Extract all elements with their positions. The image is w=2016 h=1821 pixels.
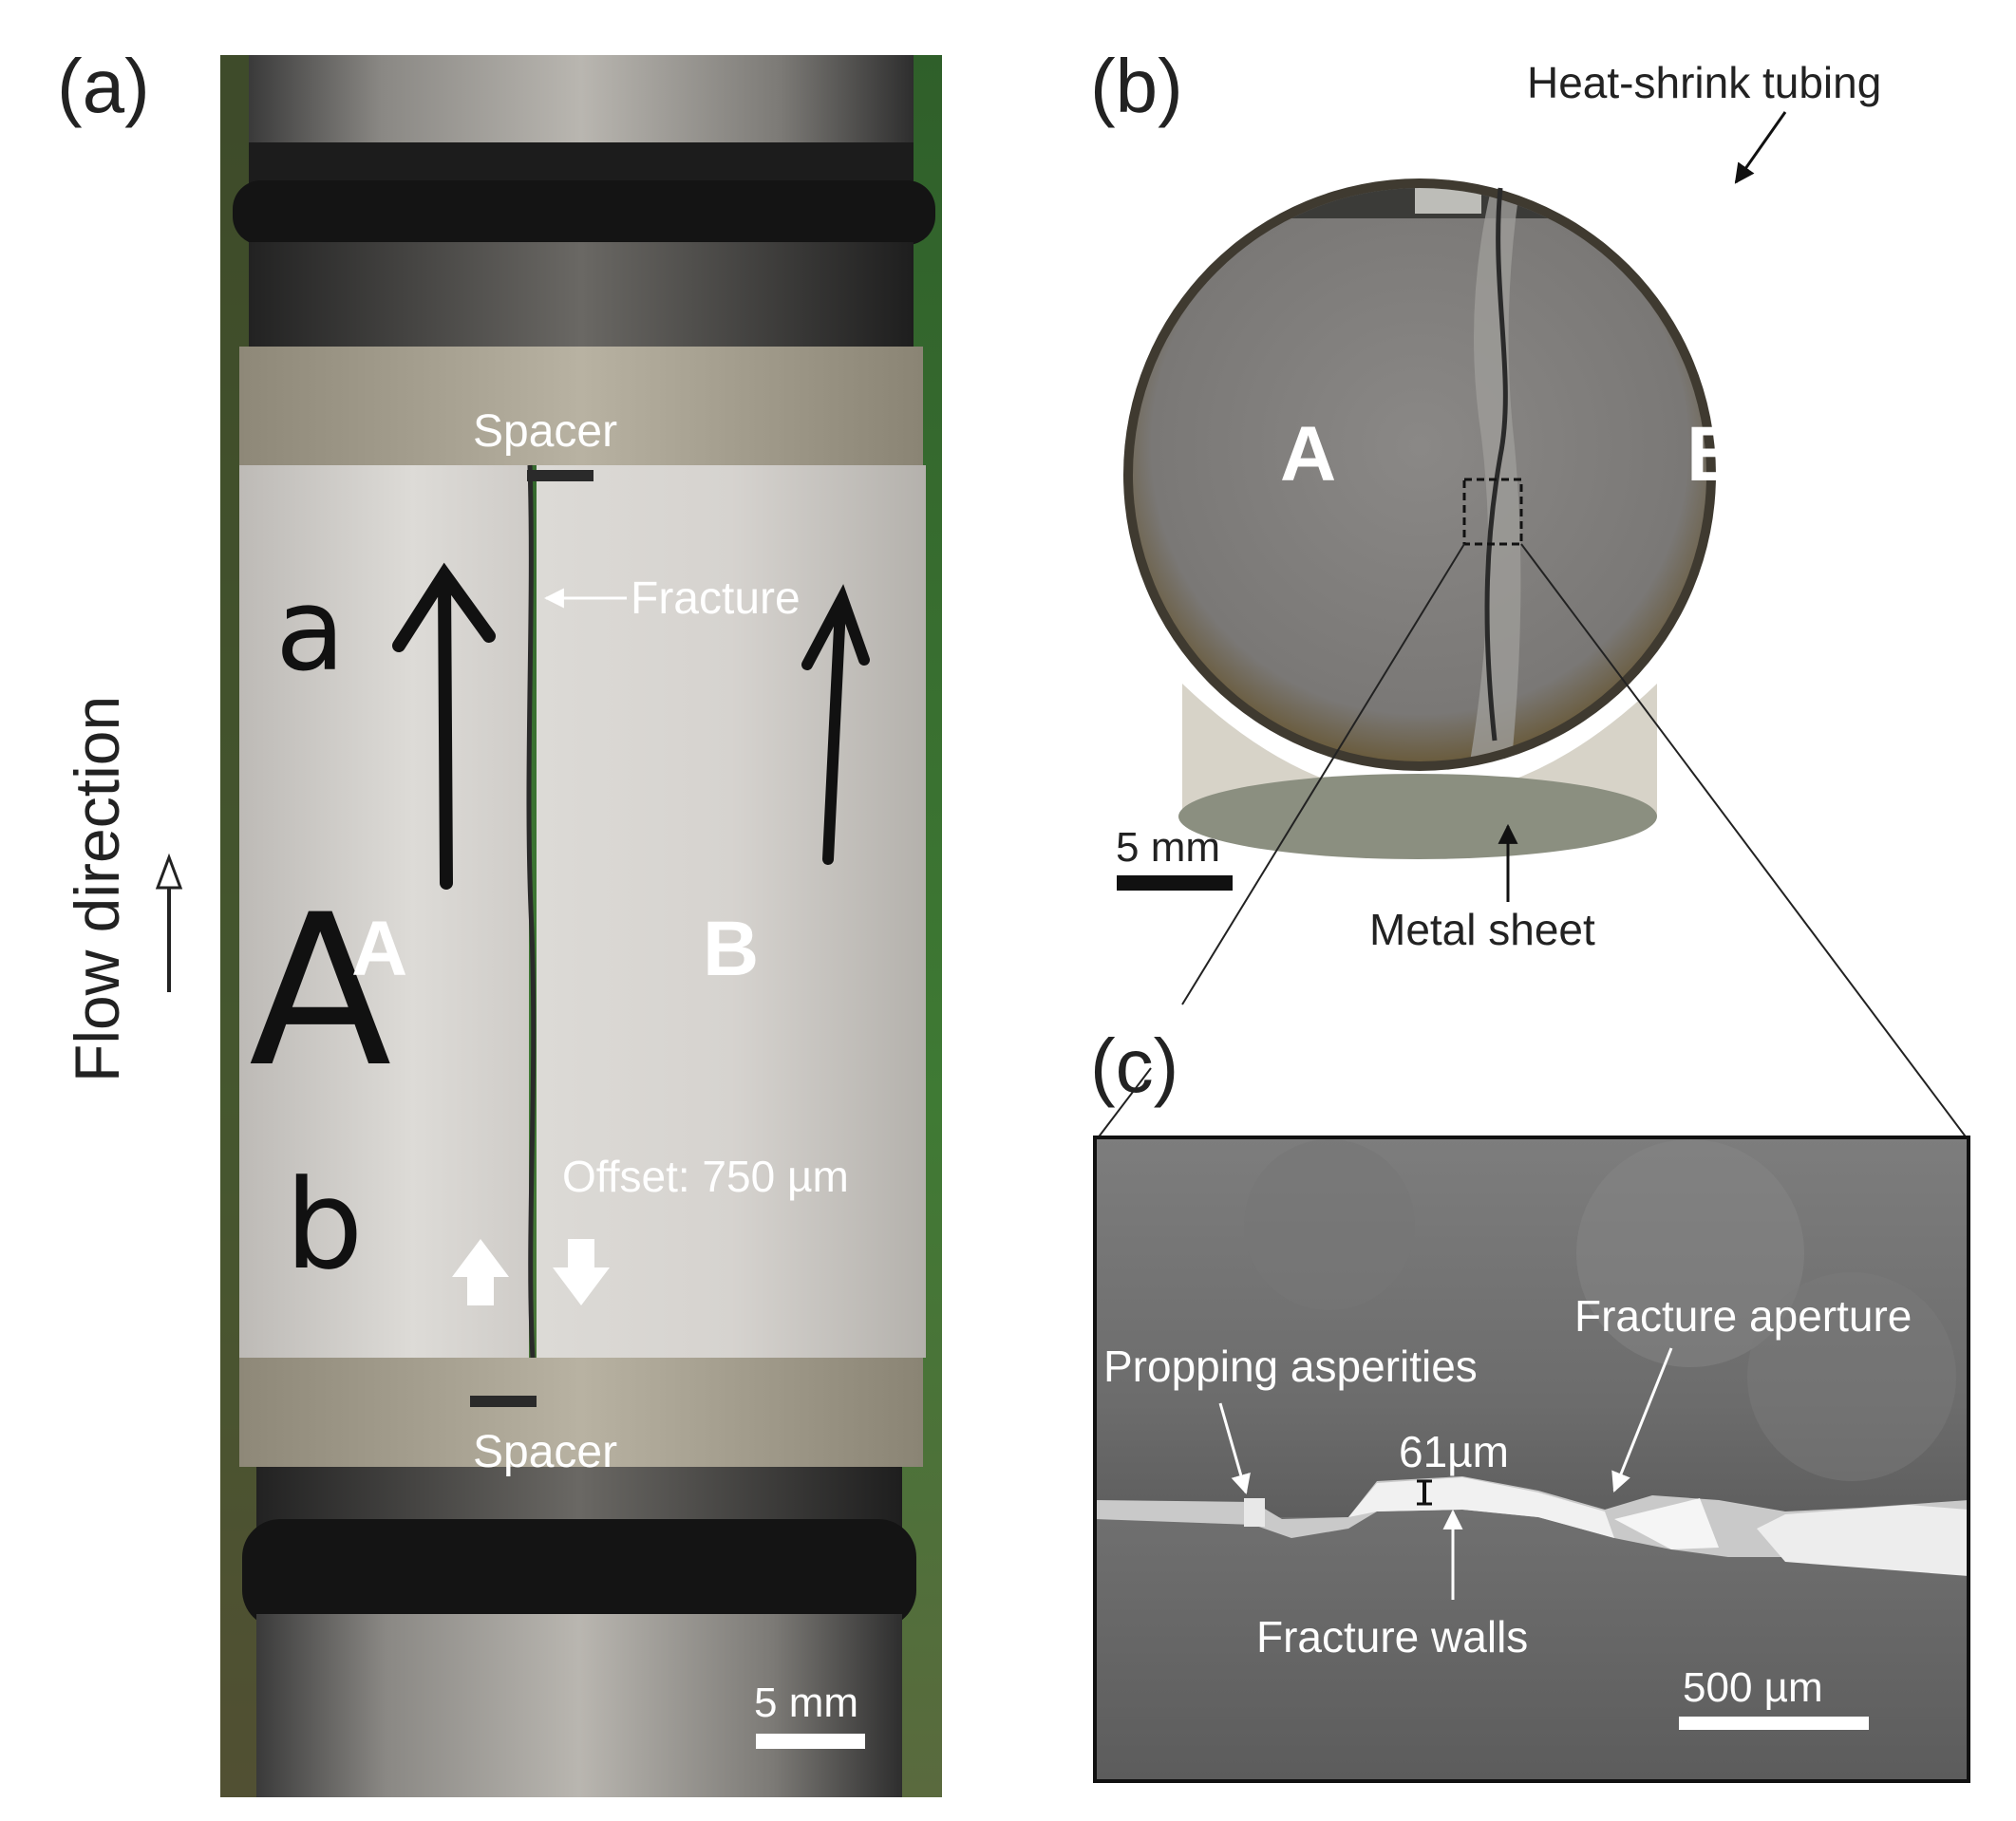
fracture-aperture-label: Fracture aperture [1574, 1291, 1912, 1341]
handwritten-a-middle: A [249, 870, 392, 1113]
panel-a-letter: (a) [57, 44, 150, 128]
sem-image [1093, 1136, 1970, 1783]
zoom-connector-left [1181, 543, 1465, 1005]
spacer-top-label: Spacer [473, 406, 617, 457]
aperture-measurement-label: 61µm [1399, 1427, 1509, 1476]
scale-bar-b [1117, 875, 1233, 891]
scale-bar-c [1679, 1717, 1869, 1730]
spacer-bottom-label: Spacer [473, 1427, 617, 1477]
handwritten-arrow-a-icon [392, 562, 496, 890]
sample-disc [1123, 178, 1716, 859]
zoom-region-box [1462, 478, 1523, 546]
metal-sheet-label: Metal sheet [1369, 905, 1595, 954]
fracture-walls-label: Fracture walls [1256, 1612, 1528, 1661]
scale-bar-b-label: 5 mm [1116, 824, 1220, 871]
propping-asperities-label: Propping asperities [1103, 1342, 1478, 1391]
scale-bar-a [756, 1734, 865, 1749]
fracture-line [526, 464, 537, 1359]
block-b-label: B [703, 906, 759, 992]
asperities-pointer-arrow [1218, 1402, 1251, 1495]
scale-bar-a-label: 5 mm [754, 1680, 858, 1726]
panel-b-letter: (b) [1090, 44, 1183, 128]
handwritten-arrow-b-icon [801, 584, 870, 865]
handwritten-b-bottom: b [285, 1153, 364, 1297]
flow-direction-indicator: Flow direction [62, 696, 183, 1082]
block-a-label: A [351, 906, 407, 992]
disc-fracture-line [1484, 187, 1508, 742]
zoom-connector-right [1520, 543, 1969, 1140]
disc-block-a-label: A [1280, 411, 1336, 497]
heat-shrink-tubing-label: Heat-shrink tubing [1527, 58, 1881, 107]
flow-arrowhead-icon [155, 853, 183, 890]
fracture-label: Fracture [631, 573, 801, 624]
flow-direction-label: Flow direction [62, 696, 132, 1082]
panel-a-photo [220, 55, 942, 1797]
offset-arrow-down-icon [553, 1239, 610, 1305]
panel-c-letter: (c) [1090, 1023, 1178, 1108]
handwritten-a-top: a [275, 565, 346, 697]
aperture-pointer-arrow [1611, 1347, 1673, 1492]
zoom-connector-left-lower [1096, 1067, 1152, 1140]
scale-bar-c-label: 500 µm [1683, 1664, 1823, 1711]
disc-block-b-label: B [1686, 411, 1743, 497]
tubing-pointer-arrow [1734, 111, 1787, 184]
offset-label: Offset: 750 µm [562, 1152, 849, 1201]
offset-arrow-up-icon [452, 1239, 509, 1305]
